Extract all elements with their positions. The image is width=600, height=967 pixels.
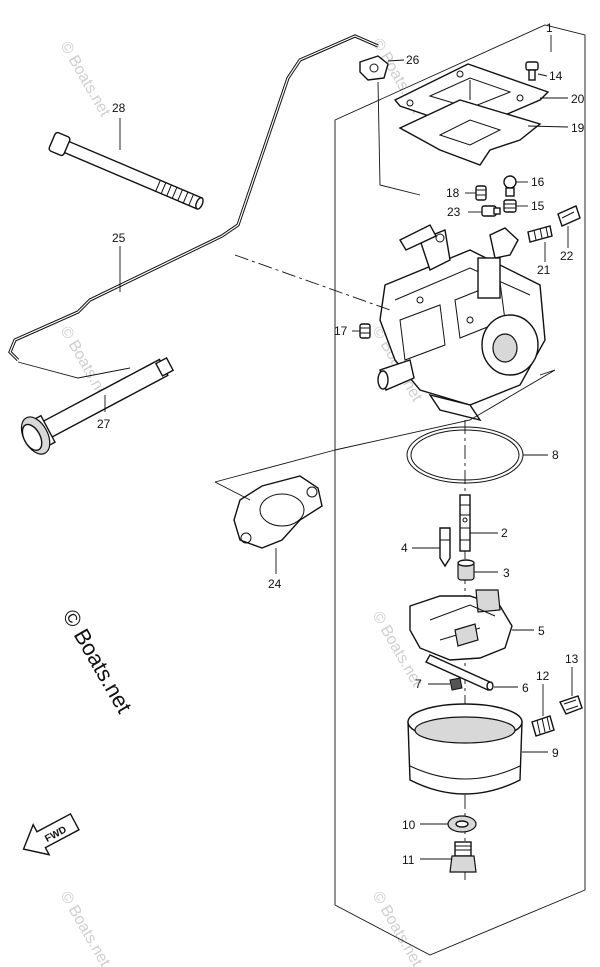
leader <box>214 481 251 501</box>
clip-7 <box>449 677 463 691</box>
watermark: © Boats.net <box>57 889 114 967</box>
choke-knob <box>20 357 175 455</box>
long-bolt <box>48 131 204 210</box>
callout-20: 20 <box>571 92 585 106</box>
callout-10: 10 <box>402 818 416 832</box>
callout-25: 25 <box>112 231 126 245</box>
leader <box>17 361 131 379</box>
assembly-frame <box>334 24 586 956</box>
callout-12: 12 <box>536 669 550 683</box>
leader <box>334 369 556 451</box>
watermark: © Boats.net <box>369 889 426 967</box>
float-pin <box>425 654 494 691</box>
callout-11: 11 <box>402 853 415 867</box>
drain-bolt <box>449 841 477 873</box>
callout-19: 19 <box>571 121 585 135</box>
screw-23 <box>481 205 501 217</box>
callout-5: 5 <box>538 624 545 638</box>
jet-17 <box>359 323 371 339</box>
float-bowl <box>407 703 523 795</box>
carburetor-body <box>377 224 546 422</box>
leader <box>527 125 569 128</box>
callout-14: 14 <box>549 69 563 83</box>
needle-valve <box>439 527 451 568</box>
copyright-text: © Boats.net <box>58 605 137 717</box>
leader <box>387 59 405 62</box>
callout-18: 18 <box>446 186 460 200</box>
leader <box>214 449 336 483</box>
float <box>409 589 513 661</box>
callout-21: 21 <box>537 263 551 277</box>
callout-24: 24 <box>268 577 282 591</box>
screw-16 <box>503 175 517 197</box>
callout-9: 9 <box>552 746 559 760</box>
spring-12 <box>531 715 555 737</box>
leader <box>377 81 421 196</box>
callout-23: 23 <box>447 205 461 219</box>
centerline <box>234 254 391 311</box>
leader <box>537 73 548 77</box>
callout-1: 1 <box>546 21 553 35</box>
main-nozzle <box>459 494 471 552</box>
spring-21 <box>527 225 553 243</box>
fwd-arrow: FWD <box>22 812 80 856</box>
spring-15 <box>503 199 517 213</box>
linkage-rod-inner <box>9 35 379 361</box>
callout-16: 16 <box>531 175 545 189</box>
callout-3: 3 <box>503 566 510 580</box>
plate-gasket <box>398 99 542 166</box>
callout-7: 7 <box>415 677 422 691</box>
plate-screw <box>525 61 539 81</box>
callout-17: 17 <box>334 324 348 338</box>
callout-8: 8 <box>552 448 559 462</box>
screw-13 <box>559 695 583 715</box>
callout-4: 4 <box>401 541 408 555</box>
callout-13: 13 <box>565 652 579 666</box>
pin-18 <box>475 185 487 201</box>
main-jet <box>457 559 475 581</box>
callouts: 1 14 26 20 19 28 16 18 15 23 22 21 <box>97 21 585 867</box>
callout-22: 22 <box>560 249 574 263</box>
callout-28: 28 <box>112 101 126 115</box>
callout-27: 27 <box>97 417 111 431</box>
callout-2: 2 <box>501 526 508 540</box>
callout-15: 15 <box>531 199 545 213</box>
intake-gasket <box>233 475 323 549</box>
watermark: © Boats.net <box>57 39 114 121</box>
rod-clip <box>359 55 389 81</box>
washer <box>447 815 477 833</box>
callout-6: 6 <box>522 681 529 695</box>
screw-22 <box>557 205 581 227</box>
callout-26: 26 <box>406 53 420 67</box>
